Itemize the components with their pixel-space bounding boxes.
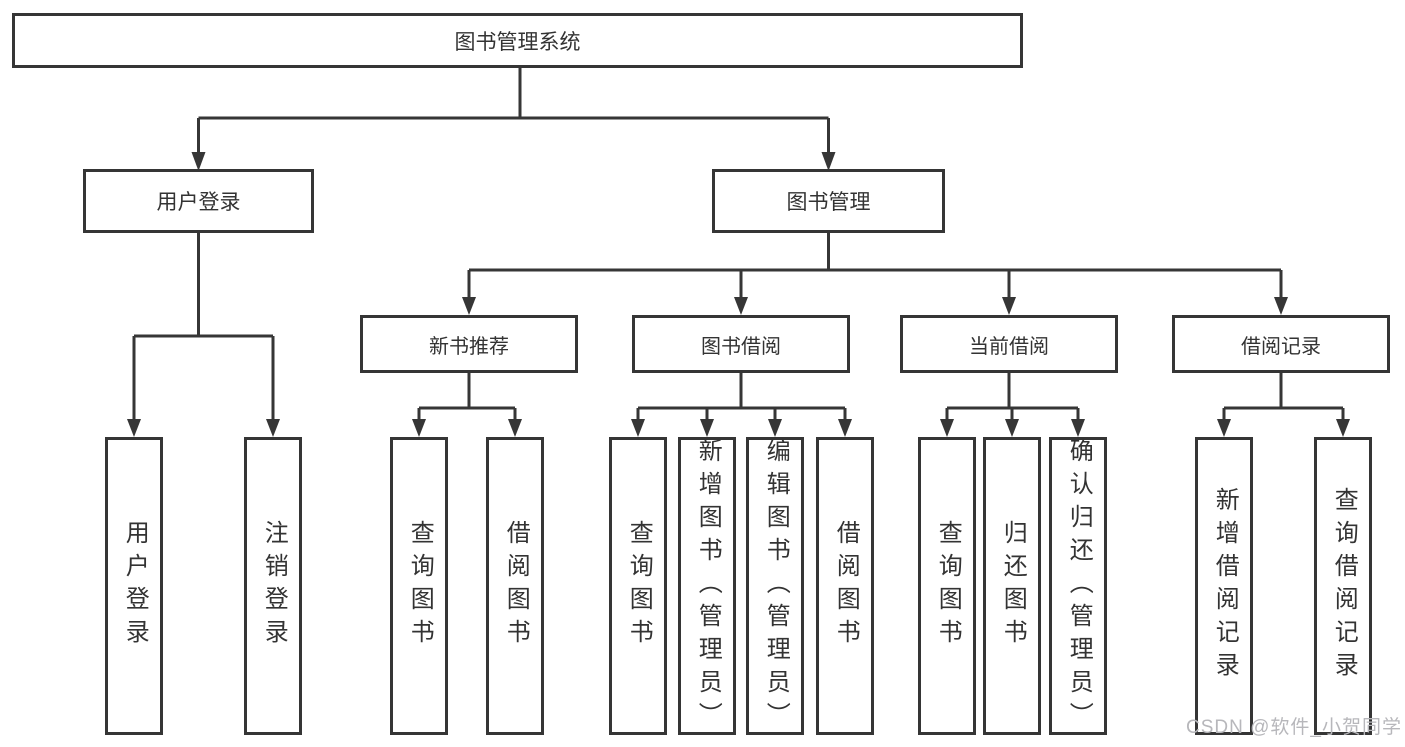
node-bb-query-books: 查询图书 bbox=[609, 437, 667, 735]
node-label: 借阅图书 bbox=[502, 520, 530, 652]
node-label: 查询图书 bbox=[625, 520, 653, 652]
node-label: 借阅图书 bbox=[832, 520, 860, 652]
node-label: 图书管理系统 bbox=[454, 30, 581, 54]
node-label: 确认归还（管理员） bbox=[1065, 437, 1093, 735]
node-label: 借阅记录 bbox=[1241, 335, 1321, 358]
node-cb-confirm-return-admin: 确认归还（管理员） bbox=[1049, 437, 1107, 735]
node-current-borrow: 当前借阅 bbox=[900, 315, 1118, 373]
node-label: 图书管理 bbox=[786, 191, 871, 214]
node-rec-borrow-books: 借阅图书 bbox=[486, 437, 544, 735]
node-rec-query-books: 查询图书 bbox=[390, 437, 448, 735]
node-cb-return-books: 归还图书 bbox=[983, 437, 1041, 735]
node-book-borrow: 图书借阅 bbox=[632, 315, 850, 373]
node-cb-query-books: 查询图书 bbox=[918, 437, 976, 735]
node-login: 用户登录 bbox=[105, 437, 163, 735]
node-label: 查询图书 bbox=[406, 520, 434, 652]
node-label: 新书推荐 bbox=[429, 335, 509, 358]
node-label: 用户登录 bbox=[156, 191, 241, 214]
node-label: 编辑图书（管理员） bbox=[762, 437, 790, 735]
node-label: 查询图书 bbox=[934, 520, 962, 652]
node-label: 新增图书（管理员） bbox=[694, 437, 722, 735]
node-label: 用户登录 bbox=[121, 520, 149, 652]
node-label: 图书借阅 bbox=[701, 335, 781, 358]
node-logout: 注销登录 bbox=[244, 437, 302, 735]
node-bb-edit-books-admin: 编辑图书（管理员） bbox=[746, 437, 804, 735]
node-br-query-record: 查询借阅记录 bbox=[1314, 437, 1372, 735]
node-label: 查询借阅记录 bbox=[1330, 487, 1358, 685]
node-bb-borrow-books: 借阅图书 bbox=[816, 437, 874, 735]
node-new-book-recommend: 新书推荐 bbox=[360, 315, 578, 373]
node-library-system: 图书管理系统 bbox=[12, 13, 1023, 68]
node-br-add-record: 新增借阅记录 bbox=[1195, 437, 1253, 735]
node-borrow-records: 借阅记录 bbox=[1172, 315, 1390, 373]
node-label: 归还图书 bbox=[999, 520, 1027, 652]
node-user-login: 用户登录 bbox=[83, 169, 314, 233]
node-bb-add-books-admin: 新增图书（管理员） bbox=[678, 437, 736, 735]
node-label: 注销登录 bbox=[260, 520, 288, 652]
node-label: 新增借阅记录 bbox=[1211, 487, 1239, 685]
node-book-management: 图书管理 bbox=[712, 169, 945, 233]
node-label: 当前借阅 bbox=[969, 335, 1049, 358]
watermark-text: CSDN @软件_小贺同学 bbox=[1186, 717, 1402, 738]
